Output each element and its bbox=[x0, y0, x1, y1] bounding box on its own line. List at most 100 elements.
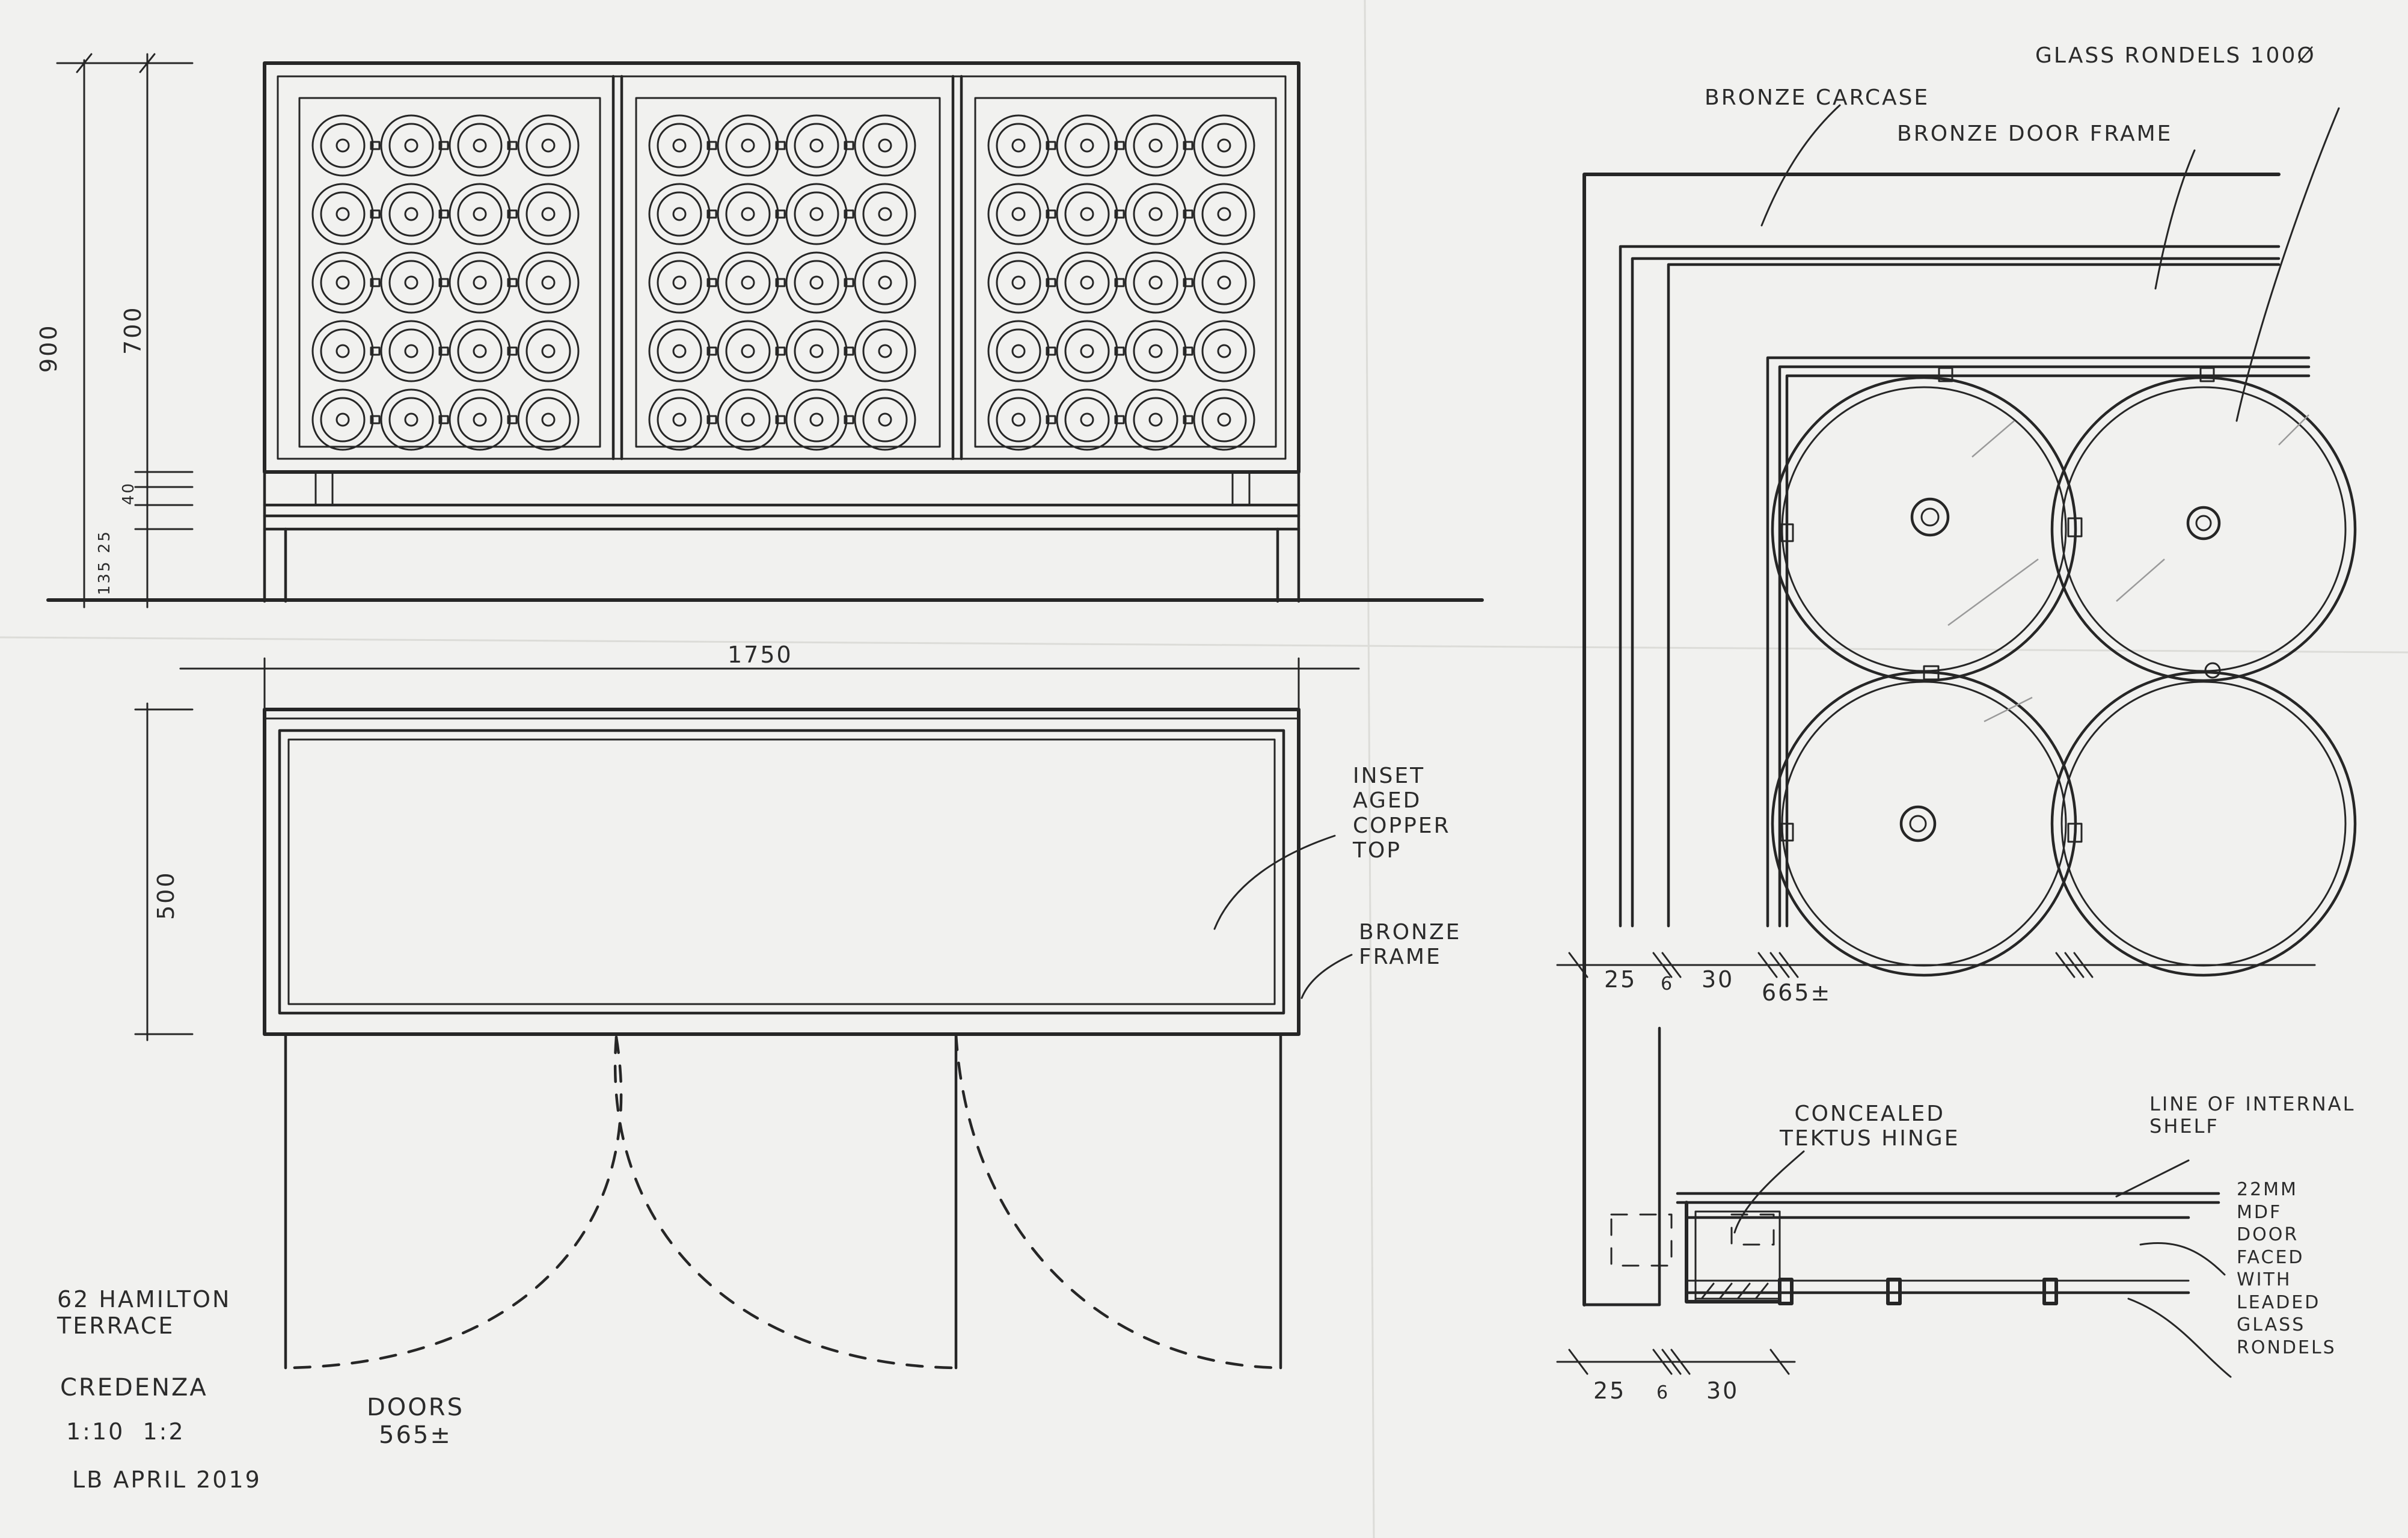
rondel-inner-ring bbox=[657, 191, 702, 237]
glass-reflection-5 bbox=[1984, 696, 2033, 723]
label-glass-rondels: GLASS RONDELS 100Ø bbox=[2035, 43, 2316, 68]
detail-bullseye-3 bbox=[1899, 805, 1937, 842]
rondel-joint bbox=[370, 346, 381, 356]
rondel-inner-ring bbox=[794, 123, 839, 168]
rondel bbox=[380, 251, 443, 314]
rondel-joint bbox=[706, 209, 717, 219]
section-lead-2 bbox=[1886, 1278, 1902, 1305]
rondel-inner-ring bbox=[862, 191, 908, 237]
detail-bullseye-2 bbox=[2186, 506, 2221, 541]
detail-dim-tick-5 bbox=[1769, 952, 1790, 978]
rondel bbox=[449, 388, 511, 451]
door-swing-arc-left bbox=[284, 1035, 623, 1370]
rondel bbox=[1124, 114, 1187, 177]
rondel-inner-ring bbox=[996, 328, 1041, 374]
plan-copper-top-inner bbox=[287, 738, 1276, 1005]
rondel-centre bbox=[1011, 207, 1026, 221]
rondel bbox=[517, 388, 580, 451]
rondel-centre bbox=[335, 207, 350, 221]
rondel-joint bbox=[1046, 346, 1056, 356]
section-hinge-cup-dashed bbox=[1730, 1213, 1775, 1246]
rondel-joint bbox=[1183, 415, 1193, 424]
leader-shelf bbox=[2115, 1159, 2190, 1198]
rondel bbox=[1124, 183, 1187, 245]
rondel bbox=[311, 183, 374, 245]
rondel-inner-ring bbox=[1201, 260, 1247, 305]
rondel-inner-ring bbox=[457, 397, 503, 443]
rondel-joint bbox=[844, 141, 854, 150]
rondel-centre bbox=[335, 138, 350, 153]
label-inset-copper-top: INSET AGED COPPER TOP bbox=[1353, 764, 1451, 863]
rondel-inner-ring bbox=[525, 397, 571, 443]
rondel bbox=[1056, 320, 1118, 382]
rondel-joint bbox=[775, 415, 786, 424]
detail-door-edge-3 bbox=[1785, 374, 2311, 928]
rondel-inner-ring bbox=[794, 397, 839, 443]
rondel bbox=[1124, 320, 1187, 382]
door-stop-left bbox=[314, 471, 334, 506]
rondel-centre bbox=[335, 412, 350, 427]
rondel-joint bbox=[706, 278, 717, 287]
rondel-centre bbox=[878, 207, 892, 221]
rondel bbox=[785, 251, 848, 314]
rondel-inner-ring bbox=[525, 260, 571, 305]
rondel-inner-ring bbox=[1133, 397, 1178, 443]
rondel bbox=[1124, 388, 1187, 451]
rondel-joint bbox=[1183, 141, 1193, 150]
rondel-joint bbox=[775, 141, 786, 150]
label-internal-shelf: LINE OF INTERNAL SHELF bbox=[2149, 1092, 2356, 1138]
section-dim-tick-1 bbox=[1568, 1349, 1588, 1375]
rondel-inner-ring bbox=[862, 260, 908, 305]
section-lead-1 bbox=[1778, 1278, 1794, 1305]
rondel-centre bbox=[809, 207, 824, 221]
label-concealed-hinge: CONCEALED TEKTUS HINGE bbox=[1780, 1101, 1960, 1151]
rondel-centre bbox=[404, 138, 418, 153]
rondel-joint bbox=[1046, 209, 1056, 219]
rondel-centre bbox=[878, 275, 892, 290]
section-dim-30: 30 bbox=[1706, 1377, 1739, 1404]
rondel-centre bbox=[741, 207, 755, 221]
detail-rondel-2-outer bbox=[2050, 376, 2357, 682]
leader-leaded-glass bbox=[2127, 1297, 2232, 1378]
rondel-inner-ring bbox=[996, 260, 1041, 305]
leader-hinge bbox=[1733, 1150, 1805, 1234]
rondel bbox=[785, 320, 848, 382]
rondel bbox=[987, 320, 1050, 382]
rondel bbox=[449, 251, 511, 314]
section-dim-tick-4 bbox=[1670, 1349, 1691, 1375]
door-stop-right bbox=[1231, 471, 1251, 506]
rondel-centre bbox=[404, 344, 418, 358]
rondel-centre bbox=[473, 344, 487, 358]
rondel bbox=[854, 388, 916, 451]
door-panel-center bbox=[635, 97, 941, 448]
rondel-centre bbox=[1217, 412, 1231, 427]
detail-dim-tick-1 bbox=[1568, 952, 1588, 978]
rondel bbox=[1193, 183, 1255, 245]
rondel bbox=[854, 251, 916, 314]
door-rondel-grid bbox=[311, 114, 1255, 451]
title-project: 62 HAMILTON TERRACE bbox=[57, 1286, 231, 1339]
rondel-joint bbox=[1114, 346, 1125, 356]
rondel bbox=[785, 183, 848, 245]
rondel-joint bbox=[438, 209, 449, 219]
detail-rondel-3-inner bbox=[1781, 681, 2067, 967]
rondel-joint bbox=[370, 278, 381, 287]
rondel-joint bbox=[507, 278, 518, 287]
door-swing-arc-center bbox=[614, 1035, 958, 1370]
rondel bbox=[449, 320, 511, 382]
rondel-inner-ring bbox=[320, 397, 366, 443]
rondel-centre bbox=[1148, 138, 1163, 153]
glass-reflection-3 bbox=[2116, 559, 2165, 602]
label-bronze-door-frame: BRONZE DOOR FRAME bbox=[1897, 121, 2173, 146]
title-item: CREDENZA bbox=[60, 1374, 208, 1402]
rondel-centre bbox=[1148, 275, 1163, 290]
dim-tick-slash-2 bbox=[139, 53, 156, 73]
rondel bbox=[380, 320, 443, 382]
detail-rondel-1-inner bbox=[1781, 386, 2067, 672]
dim-plinth: 135 25 bbox=[96, 530, 114, 595]
rondel-inner-ring bbox=[862, 397, 908, 443]
rondel bbox=[311, 320, 374, 382]
rondel-centre bbox=[809, 344, 824, 358]
rondel-inner-ring bbox=[525, 328, 571, 374]
rondel-inner-ring bbox=[657, 328, 702, 374]
